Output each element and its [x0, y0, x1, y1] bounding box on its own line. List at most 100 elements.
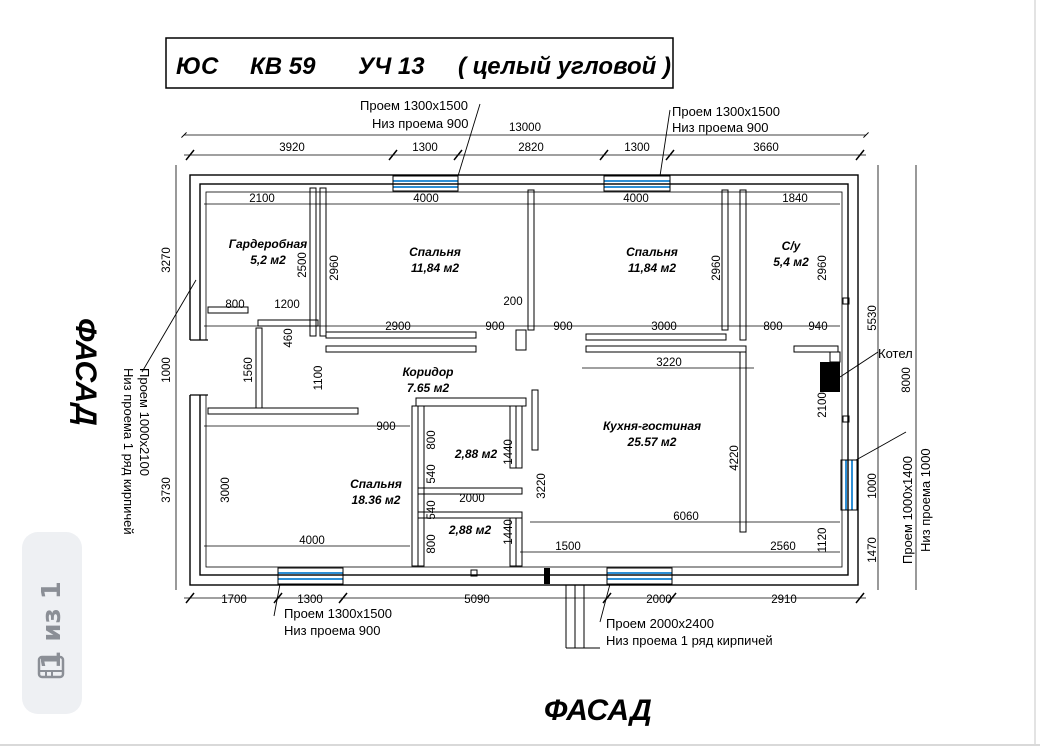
title-note: ( целый угловой ) — [458, 53, 671, 80]
room-bedroom1-name: Спальня — [409, 245, 461, 259]
dim-lower-4: 1440 — [503, 439, 515, 465]
title-frame — [165, 37, 674, 89]
dim-inner-3: 4000 — [623, 193, 649, 205]
dim-lower-1: 3000 — [220, 477, 232, 503]
dim-bottom-2: 1300 — [297, 594, 323, 606]
room-bathroom-name: С/у — [782, 239, 802, 253]
dim-lower-10: 6060 — [673, 511, 699, 523]
dim-top-2: 1300 — [412, 142, 438, 154]
dim-bottom-inner-2: 1500 — [555, 541, 581, 553]
dim-mid-7: 800 — [763, 321, 782, 333]
dim-height-2: 2960 — [329, 255, 341, 281]
dim-lower-13: 1120 — [817, 528, 829, 553]
room-wardrobe-area: 5,2 м2 — [250, 253, 286, 267]
dim-lower-5: 540 — [426, 464, 438, 483]
dim-right-2: 8000 — [901, 367, 913, 393]
dim-left-1: 3270 — [161, 247, 173, 273]
opening-top-left-1: Проем 1300x1500 — [360, 98, 468, 113]
boiler-icon — [820, 362, 840, 392]
opening-right-window-2: Низ проема 1000 — [918, 448, 933, 552]
dim-top-3: 2820 — [518, 142, 544, 154]
entrance-steps — [565, 585, 600, 649]
dim-right-3: 1000 — [867, 473, 879, 499]
opening-bottom-door-1: Проем 2000x2400 — [606, 616, 714, 631]
dim-inner-2: 4000 — [413, 193, 439, 205]
opening-left-door-1: Проем 1000x2100 — [137, 368, 152, 476]
windows — [278, 180, 853, 580]
dim-inner-4: 1840 — [782, 193, 808, 205]
dim-lower-9: 1440 — [503, 519, 515, 545]
opening-bottom-left-2: Низ проема 900 — [284, 623, 380, 638]
dim-mid-6: 3000 — [651, 321, 677, 333]
room-bathroom-area: 5,4 м2 — [773, 255, 809, 269]
room-corridor-area: 7.65 м2 — [407, 381, 450, 395]
dim-small-5: 3220 — [656, 357, 682, 369]
page-edge-bottom — [0, 744, 1040, 746]
page-edge-right — [1034, 0, 1036, 744]
dim-height-3: 2960 — [711, 255, 723, 281]
room-wardrobe-name: Гардеробная — [229, 237, 307, 251]
opening-top-left-2: Низ проема 900 — [372, 116, 468, 131]
dim-top-5: 3660 — [753, 142, 779, 154]
title-code: ЮС — [176, 53, 219, 80]
dim-mid-3: 2900 — [385, 321, 411, 333]
dim-right-1: 5530 — [867, 305, 879, 331]
dim-mid-8: 940 — [808, 321, 827, 333]
dim-bottom-inner-1: 4000 — [299, 535, 325, 547]
dim-top-4: 1300 — [624, 142, 650, 154]
dim-lower-7: 540 — [426, 500, 438, 519]
dim-small-4: 1100 — [313, 366, 325, 391]
dim-bottom-3: 5090 — [464, 594, 490, 606]
dim-right-4: 1470 — [867, 537, 879, 563]
boiler-label: Котел — [878, 346, 913, 361]
room-closet2-area: 2,88 м2 — [448, 523, 492, 537]
dim-height-1: 2500 — [297, 252, 309, 278]
opening-top-right-2: Низ проема 900 — [672, 120, 768, 135]
dim-inner-1: 2100 — [249, 193, 275, 205]
facade-bottom-label: ФАСАД — [544, 694, 652, 727]
dim-bottom-4: 2000 — [646, 594, 672, 606]
opening-top-right-1: Проем 1300x1500 — [672, 104, 780, 119]
dim-top-1: 3920 — [279, 142, 305, 154]
dimension-lines — [175, 132, 917, 599]
facade-left-label: ФАСАД — [69, 318, 102, 426]
room-bedroom1-area: 11,84 м2 — [411, 261, 459, 275]
room-bedroom3-area: 18.36 м2 — [352, 493, 401, 507]
room-corridor-name: Коридор — [403, 365, 454, 379]
dim-mid-1: 800 — [225, 299, 244, 311]
dim-bottom-5: 2910 — [771, 594, 797, 606]
dim-mid-5: 900 — [553, 321, 572, 333]
document-icon[interactable] — [36, 652, 66, 682]
title-apartment: КВ 59 — [250, 53, 316, 80]
room-bedroom2-area: 11,84 м2 — [628, 261, 676, 275]
dim-bottom-inner-3: 2560 — [770, 541, 796, 553]
dim-overall-top: 13000 — [509, 122, 541, 134]
room-kitchen-name: Кухня-гостиная — [603, 419, 701, 433]
dim-lower-3: 800 — [426, 430, 438, 449]
dim-height-4: 2960 — [817, 255, 829, 281]
dim-left-2: 1000 — [161, 357, 173, 383]
dim-kitchen-3220: 3220 — [536, 473, 548, 499]
room-bedroom3-name: Спальня — [350, 477, 402, 491]
dim-small-1: 200 — [503, 296, 522, 308]
pager-widget[interactable]: 1 из 1 — [22, 532, 82, 714]
opening-bottom-left-1: Проем 1300x1500 — [284, 606, 392, 621]
dimension-ticks — [185, 149, 865, 604]
dim-bottom-1: 1700 — [221, 594, 247, 606]
room-bedroom2-name: Спальня — [626, 245, 678, 259]
dim-lower-6: 2000 — [459, 493, 485, 505]
dim-small-2: 460 — [283, 328, 295, 347]
opening-bottom-door-2: Низ проема 1 ряд кирпичей — [606, 633, 773, 648]
dim-small-3: 1560 — [243, 357, 255, 383]
dim-lower-11: 4220 — [729, 445, 741, 471]
inner-walls — [207, 187, 841, 567]
dim-left-3: 3730 — [161, 477, 173, 503]
title-plot: УЧ 13 — [358, 53, 425, 80]
opening-right-window-1: Проем 1000x1400 — [900, 456, 915, 564]
room-kitchen-area: 25.57 м2 — [627, 435, 677, 449]
title-block: ЮС КВ 59 УЧ 13 ( целый угловой ) — [165, 37, 674, 89]
opening-left-door-2: Низ проема 1 ряд кирпичей — [121, 368, 136, 535]
dim-lower-12: 2100 — [817, 392, 829, 418]
dim-mid-4: 900 — [485, 321, 504, 333]
